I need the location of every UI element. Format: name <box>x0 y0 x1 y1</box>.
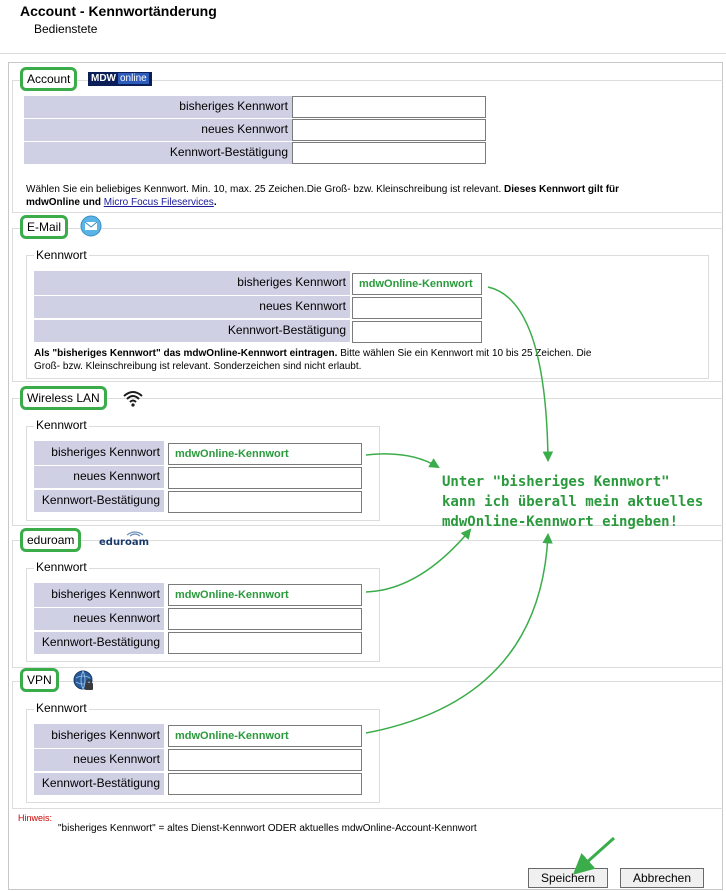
account-old-label: bisheriges Kennwort <box>24 96 292 118</box>
eduroam-new-label: neues Kennwort <box>34 608 164 630</box>
mail-icon <box>80 215 102 237</box>
cancel-button[interactable]: Abbrechen <box>620 868 704 888</box>
eduroam-logo-text: eduroam <box>99 537 150 548</box>
page-title: Account - Kennwortänderung <box>20 3 217 19</box>
email-note-text-1: Bitte wählen Sie ein Kennwort mit 10 bis… <box>337 348 592 359</box>
account-confirm-label: Kennwort-Bestätigung <box>24 142 292 164</box>
mdw-logo-text: MDW <box>91 73 116 84</box>
wlan-old-label: bisheriges Kennwort <box>34 441 164 465</box>
eduroam-logo: eduroam <box>97 529 151 551</box>
account-new-input[interactable] <box>292 119 486 141</box>
wlan-section <box>12 398 723 526</box>
email-confirm-input[interactable] <box>352 321 482 343</box>
vpn-old-input[interactable]: mdwOnline-Kennwort <box>168 725 362 747</box>
email-section <box>12 228 723 382</box>
email-new-label: neues Kennwort <box>34 296 350 318</box>
eduroam-old-input[interactable]: mdwOnline-Kennwort <box>168 584 362 606</box>
callout-line-1: Unter "bisheriges Kennwort" <box>442 474 670 490</box>
eduroam-confirm-input[interactable] <box>168 632 362 654</box>
callout-line-3: mdwOnline-Kennwort eingeben! <box>442 514 679 530</box>
email-old-label: bisheriges Kennwort <box>34 271 350 295</box>
email-inner-legend: Kennwort <box>34 248 89 262</box>
account-note-bold-1: Dieses Kennwort gilt für <box>504 184 620 195</box>
page-subtitle: Bedienstete <box>34 22 98 36</box>
save-button[interactable]: Speichern <box>528 868 608 888</box>
vpn-legend: VPN <box>20 668 59 692</box>
email-confirm-label: Kennwort-Bestätigung <box>34 320 350 342</box>
account-old-input[interactable] <box>292 96 486 118</box>
wlan-old-input[interactable]: mdwOnline-Kennwort <box>168 443 362 465</box>
vpn-new-input[interactable] <box>168 749 362 771</box>
wlan-legend: Wireless LAN <box>20 386 107 410</box>
eduroam-inner-legend: Kennwort <box>34 560 89 574</box>
wlan-inner-legend: Kennwort <box>34 418 89 432</box>
account-note: Wählen Sie ein beliebiges Kennwort. Min.… <box>26 183 696 209</box>
vpn-confirm-input[interactable] <box>168 773 362 795</box>
wlan-new-label: neues Kennwort <box>34 466 164 488</box>
account-legend: Account <box>20 67 78 91</box>
account-note-end: . <box>213 197 217 208</box>
eduroam-confirm-label: Kennwort-Bestätigung <box>34 632 164 654</box>
account-confirm-input[interactable] <box>292 142 486 164</box>
callout-line-2: kann ich überall mein aktuelles <box>442 494 704 510</box>
account-new-label: neues Kennwort <box>24 119 292 141</box>
micro-focus-link[interactable]: Micro Focus Fileservices <box>103 197 214 208</box>
email-note-bold: Als "bisheriges Kennwort" das mdwOnline-… <box>34 348 338 359</box>
vpn-confirm-label: Kennwort-Bestätigung <box>34 773 164 795</box>
vpn-inner-legend: Kennwort <box>34 701 89 715</box>
globe-lock-icon <box>72 669 96 693</box>
email-old-input[interactable]: mdwOnline-Kennwort <box>352 273 482 295</box>
wlan-new-input[interactable] <box>168 467 362 489</box>
email-note: Als "bisheriges Kennwort" das mdwOnline-… <box>34 347 674 373</box>
email-new-input[interactable] <box>352 297 482 319</box>
account-section <box>12 80 723 213</box>
online-logo-text: online <box>118 73 149 84</box>
hint-text: "bisheriges Kennwort" = altes Dienst-Ken… <box>58 823 477 834</box>
wlan-confirm-label: Kennwort-Bestätigung <box>34 490 164 512</box>
hint-label: Hinweis: <box>18 813 53 823</box>
account-note-text: Wählen Sie ein beliebiges Kennwort. Min.… <box>26 184 505 195</box>
email-note-text-2: Groß- bzw. Kleinschreibung ist relevant.… <box>34 361 362 372</box>
vpn-old-label: bisheriges Kennwort <box>34 724 164 748</box>
wifi-icon <box>122 389 144 407</box>
eduroam-new-input[interactable] <box>168 608 362 630</box>
eduroam-old-label: bisheriges Kennwort <box>34 583 164 607</box>
page-header <box>0 0 726 54</box>
account-note-bold-2: mdwOnline und <box>26 197 101 208</box>
eduroam-legend: eduroam <box>20 528 82 552</box>
email-legend: E-Mail <box>20 215 69 239</box>
wlan-confirm-input[interactable] <box>168 491 362 513</box>
vpn-new-label: neues Kennwort <box>34 749 164 771</box>
